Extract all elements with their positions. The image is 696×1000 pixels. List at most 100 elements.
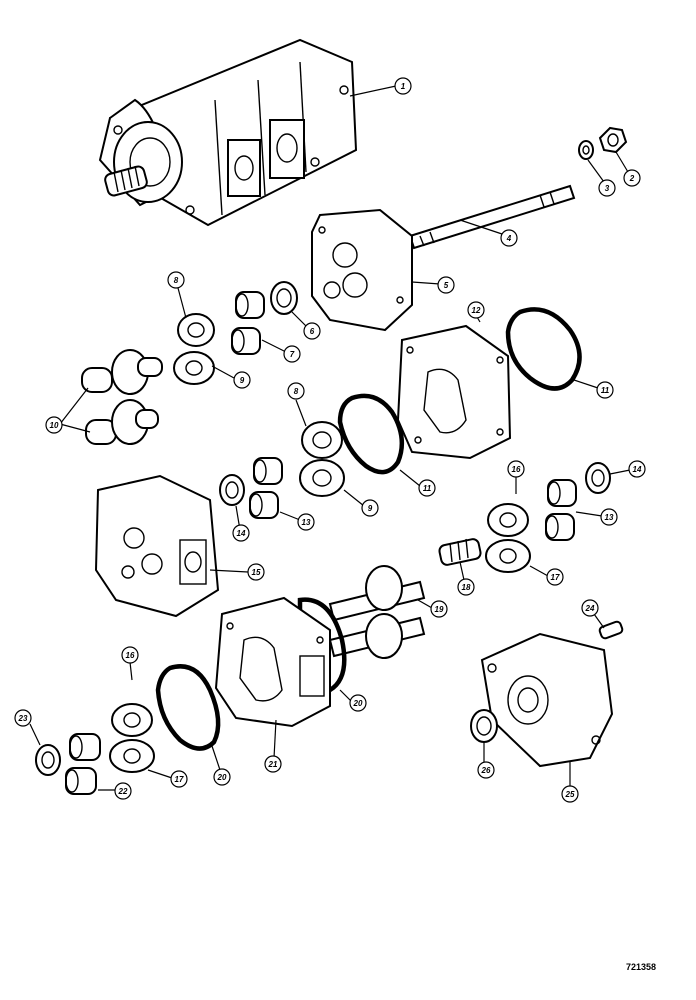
- bearings-13-right: [545, 479, 577, 541]
- callout-24-label: 24: [585, 604, 595, 613]
- bearings-13-left: [249, 457, 283, 519]
- callout-14a-label: 14: [237, 529, 246, 538]
- nut: [598, 126, 628, 154]
- figure-reference-number: 721358: [626, 962, 657, 972]
- seal-23: [35, 744, 61, 776]
- callout-22: 22: [114, 782, 132, 800]
- callout-16a-label: 16: [512, 465, 521, 474]
- bearings-22: [65, 733, 101, 795]
- callout-13b-label: 13: [605, 513, 614, 522]
- callout-24: 24: [581, 599, 599, 617]
- callout-12-label: 12: [472, 306, 481, 315]
- callout-7: 7: [283, 345, 301, 363]
- center-section-15: [94, 474, 220, 618]
- callout-16a: 16: [507, 460, 525, 478]
- callout-23-label: 23: [18, 714, 28, 723]
- callout-8b-label: 8: [294, 387, 299, 396]
- callout-5: 5: [437, 276, 455, 294]
- callout-8a-label: 8: [174, 276, 179, 285]
- callout-26-label: 26: [481, 766, 491, 775]
- callout-20a-label: 20: [353, 699, 363, 708]
- callout-11b: 11: [418, 479, 436, 497]
- callout-9b: 9: [361, 499, 379, 517]
- callout-1: 1: [394, 77, 412, 95]
- callout-1-label: 1: [401, 82, 406, 91]
- callout-17b-label: 17: [175, 775, 184, 784]
- wear-plate-upper: [173, 313, 215, 385]
- rear-cover-25: [480, 632, 614, 768]
- callout-17a-label: 17: [551, 573, 560, 582]
- pump-assembly: [98, 38, 358, 227]
- callout-16b-label: 16: [126, 651, 135, 660]
- seal-14-right: [585, 462, 611, 494]
- callout-9a: 9: [233, 371, 251, 389]
- leader-lines: [29, 85, 631, 791]
- callout-6: 6: [303, 322, 321, 340]
- gears-10: [81, 349, 163, 445]
- seal-6: [270, 281, 298, 315]
- callout-10: 10: [45, 416, 63, 434]
- o-ring-11-left: [337, 393, 405, 475]
- bearings-7: [231, 291, 265, 355]
- fitting-24: [598, 620, 624, 640]
- callout-4: 4: [500, 229, 518, 247]
- callout-14b-label: 14: [633, 465, 642, 474]
- callout-18-label: 18: [462, 583, 471, 592]
- wear-plate-middle: [299, 421, 345, 497]
- callout-20b-label: 20: [217, 773, 227, 782]
- callout-17b: 17: [170, 770, 188, 788]
- callout-13a-label: 13: [302, 518, 311, 527]
- front-cover: [311, 208, 413, 332]
- callout-2: 2: [623, 169, 641, 187]
- seal-14-left: [219, 474, 245, 506]
- callout-4-label: 4: [506, 234, 512, 243]
- callout-26: 26: [477, 761, 495, 779]
- callout-3-label: 3: [605, 184, 610, 193]
- callout-8a: 8: [167, 271, 185, 289]
- wear-plate-lower: [109, 703, 155, 773]
- gear-housing-12: [396, 324, 512, 460]
- callout-14b: 14: [628, 460, 646, 478]
- callout-8b: 8: [287, 382, 305, 400]
- callout-23: 23: [14, 709, 32, 727]
- callout-20a: 20: [349, 694, 367, 712]
- callout-10-label: 10: [50, 421, 59, 430]
- callout-7-label: 7: [290, 350, 295, 359]
- callout-20b: 20: [213, 768, 231, 786]
- callout-19-label: 19: [435, 605, 444, 614]
- callout-15: 15: [247, 563, 265, 581]
- wear-plate-right: [485, 503, 531, 573]
- callout-21-label: 21: [268, 760, 278, 769]
- gear-shafts-19: [328, 565, 426, 659]
- callout-14a: 14: [232, 524, 250, 542]
- stud: [408, 184, 576, 250]
- callout-6-label: 6: [310, 327, 315, 336]
- o-ring-20-left: [155, 664, 221, 751]
- o-ring-11-right: [505, 307, 582, 391]
- callout-11a: 11: [596, 381, 614, 399]
- callout-18: 18: [457, 578, 475, 596]
- callout-11b-label: 11: [423, 484, 432, 493]
- callout-12: 12: [467, 301, 485, 319]
- callout-2-label: 2: [629, 174, 635, 183]
- gear-housing-21: [214, 596, 331, 728]
- callout-13a: 13: [297, 513, 315, 531]
- callout-5-label: 5: [444, 281, 449, 290]
- callout-9b-label: 9: [368, 504, 373, 513]
- callout-21: 21: [264, 755, 282, 773]
- callout-15-label: 15: [252, 568, 261, 577]
- callout-16b: 16: [121, 646, 139, 664]
- callout-25: 25: [561, 785, 579, 803]
- callout-22-label: 22: [118, 787, 128, 796]
- callout-13b: 13: [600, 508, 618, 526]
- callout-25-label: 25: [565, 790, 575, 799]
- callout-11a-label: 11: [601, 386, 610, 395]
- coupling-18: [438, 538, 482, 566]
- callout-3: 3: [598, 179, 616, 197]
- callout-9a-label: 9: [240, 376, 245, 385]
- seal-26: [470, 709, 498, 743]
- callout-19: 19: [430, 600, 448, 618]
- washer: [578, 140, 594, 160]
